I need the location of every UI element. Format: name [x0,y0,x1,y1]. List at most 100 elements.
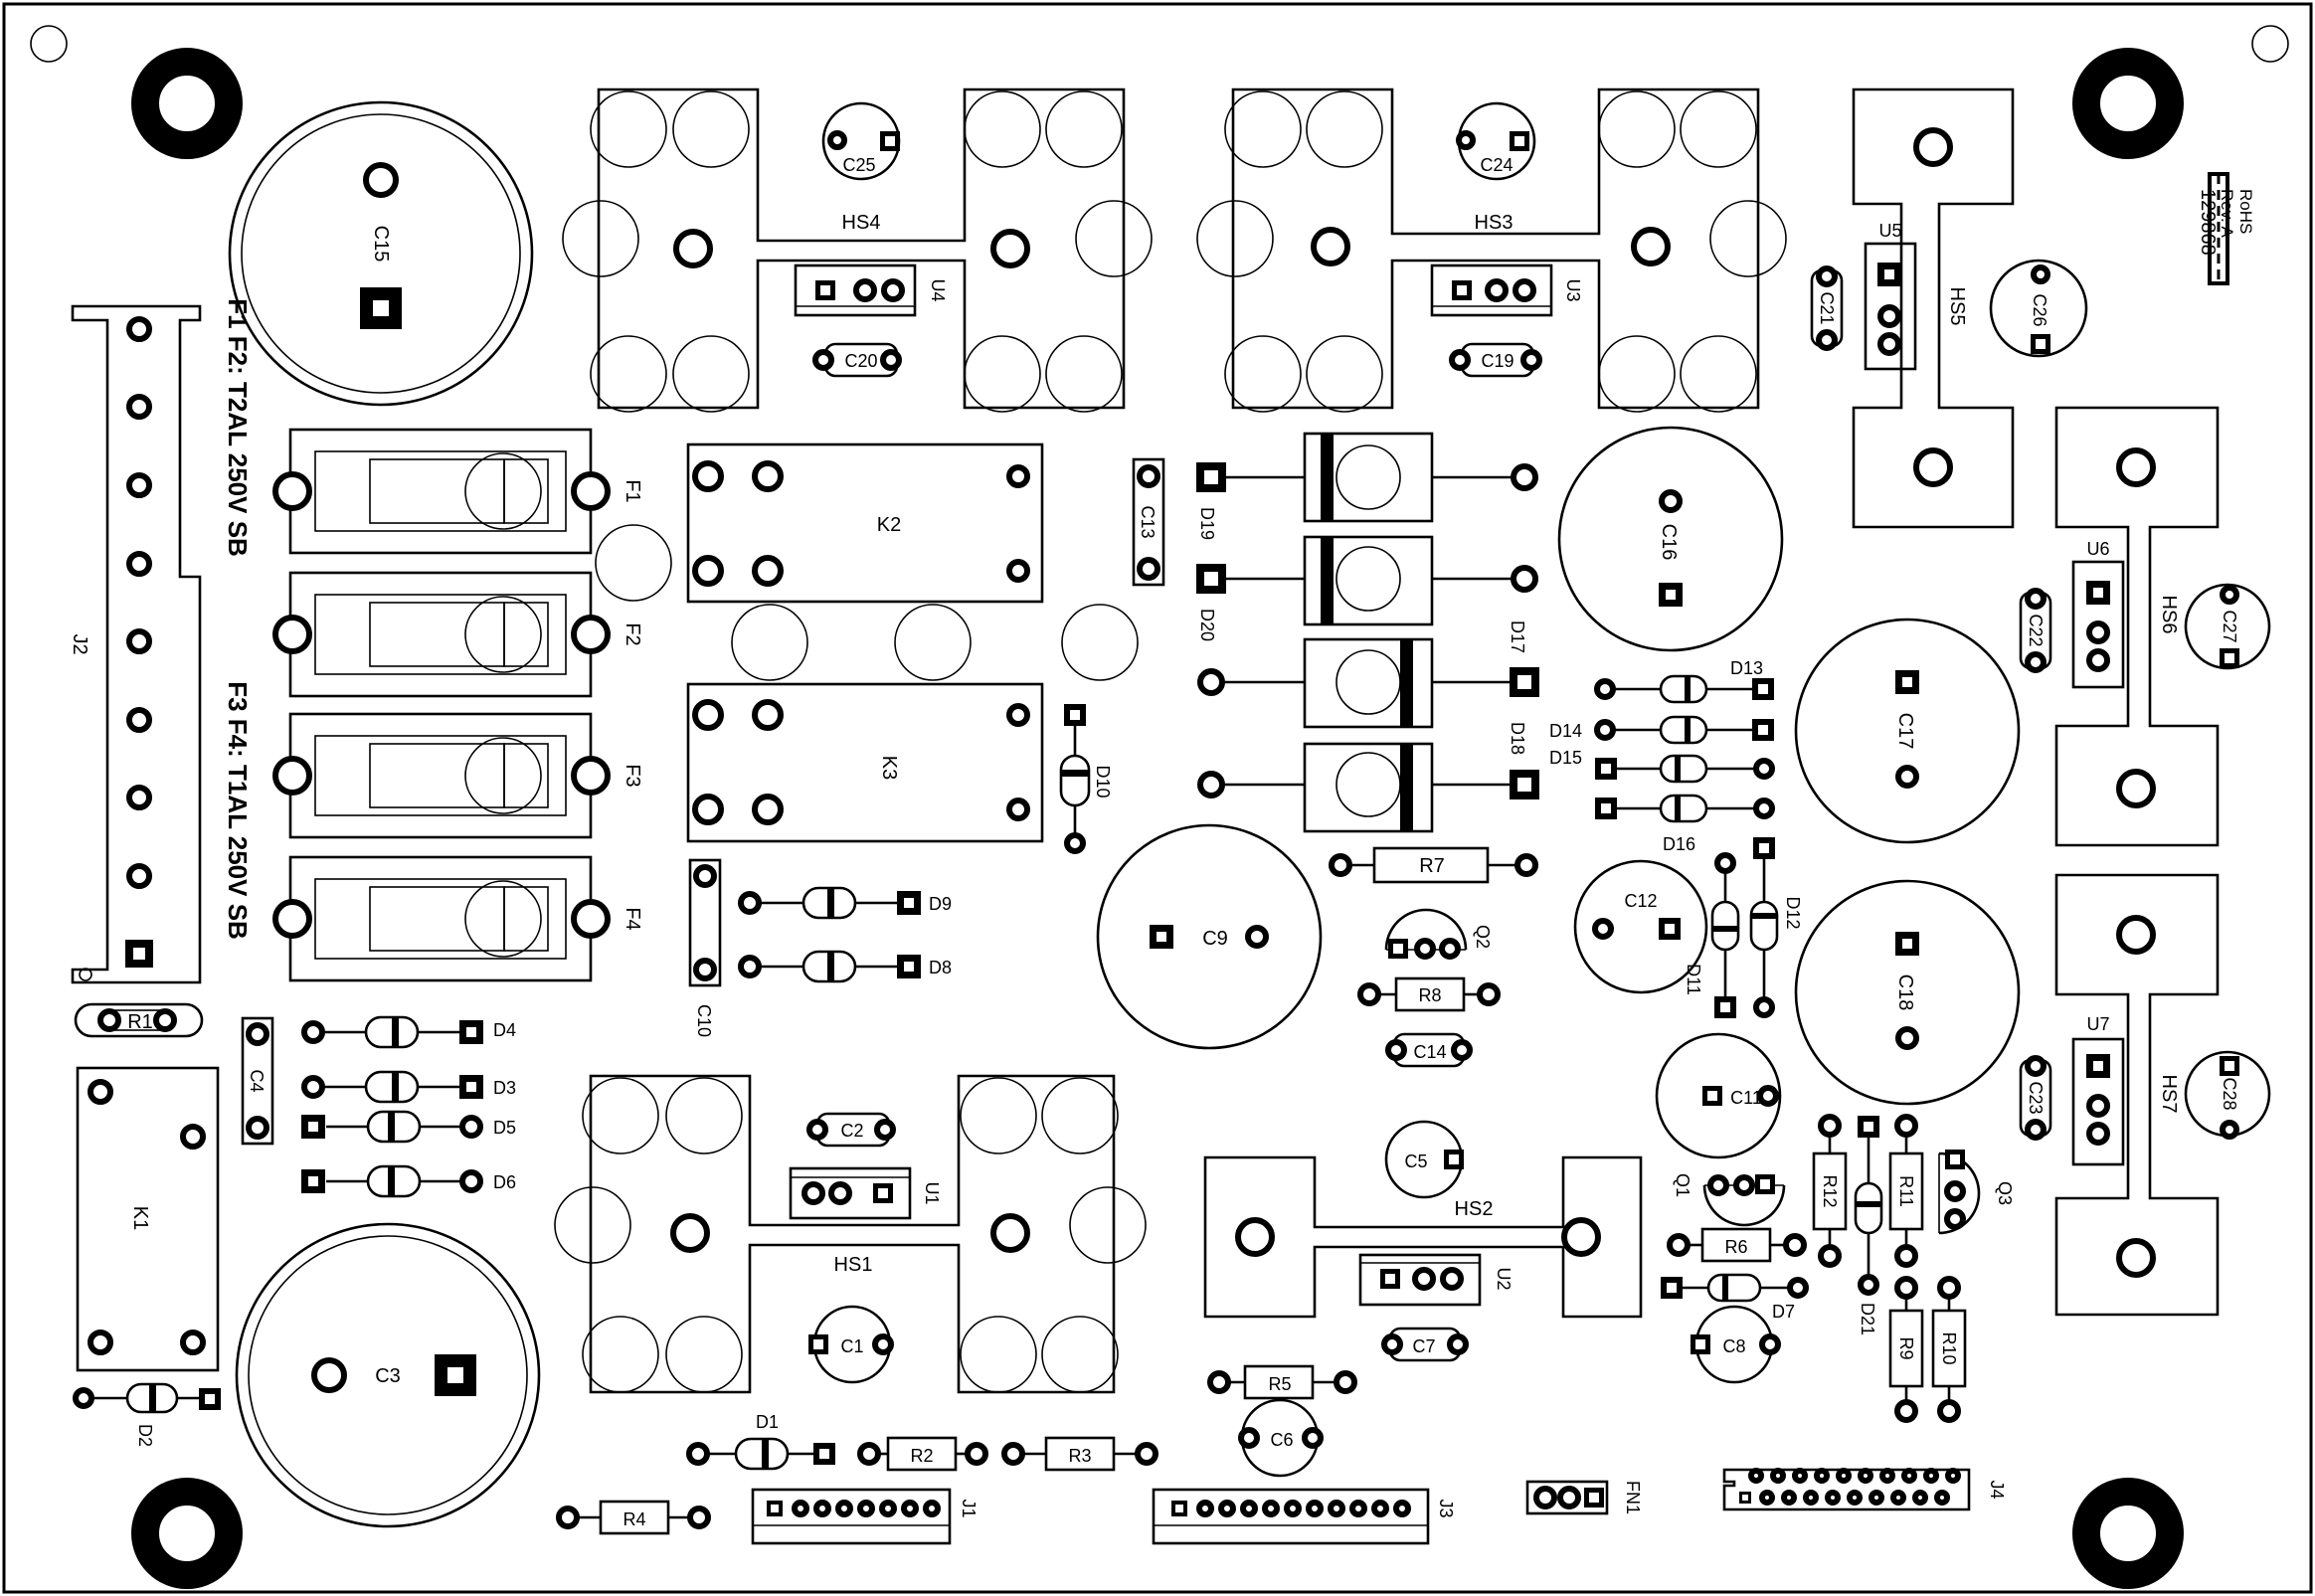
connector-j4: J4 [1722,1468,2007,1511]
label-d15: D15 [1549,748,1582,768]
label-c1: C1 [840,1336,863,1356]
label-hs3: HS3 [1475,212,1514,234]
resistor-r1: R1 [74,1002,204,1038]
diode-d11: D11 [1684,852,1740,1018]
label-r3: R3 [1068,1446,1091,1466]
label-d6: D6 [493,1172,516,1192]
label-d1: D1 [756,1412,779,1432]
label-c17: C17 [1894,713,1916,750]
label-hs1: HS1 [834,1254,873,1276]
heatsink-hs1: HS1 [554,1074,1147,1394]
label-k1: K1 [129,1206,151,1230]
resistor-r10: R10 [1931,1276,1967,1423]
regulator-u5: U5 [1864,221,1917,371]
label-c26: C26 [2030,293,2049,326]
label-r12: R12 [1820,1174,1840,1207]
regulator-u6: U6 [2071,539,2125,689]
label-c20: C20 [844,351,877,371]
label-c4: C4 [247,1069,267,1092]
label-d11: D11 [1684,964,1703,995]
label-c21: C21 [1817,291,1837,324]
label-d13: D13 [1730,658,1763,678]
label-f4: F4 [622,907,643,930]
label-k3: K3 [878,756,900,780]
label-q2: Q2 [1473,925,1493,949]
label-c6: C6 [1270,1430,1293,1450]
heatsink-hs5: HS5 [1852,88,2015,529]
resistor-r12: R12 [1812,1114,1848,1268]
regulator-u1: U1 [789,1166,942,1220]
label-q3: Q3 [1995,1181,2015,1205]
label-hs7: HS7 [2158,1075,2180,1114]
capacitor-c13: C13 [1132,457,1165,587]
heatsink-hs7: HS7 [2054,873,2220,1317]
label-c12: C12 [1624,891,1657,911]
capacitor-c22: C22 [2019,588,2052,673]
fuse-notes: F1 F2: T2AL 250V SB F3 F4: T1AL 250V SB [223,298,253,940]
diode-d18: D18 [1197,722,1539,833]
transistor-q3: Q3 [1938,1150,2015,1235]
label-c7: C7 [1412,1336,1435,1356]
resistor-r6: R6 [1667,1227,1807,1263]
label-u4: U4 [928,278,948,301]
label-r5: R5 [1268,1374,1291,1394]
heatsink-hs4: HS4 [562,88,1153,413]
label-r11: R11 [1896,1175,1916,1207]
regulator-u7: U7 [2071,1014,2125,1166]
regulator-u3: U3 [1430,264,1583,317]
capacitor-c3: C3 [235,1222,541,1528]
relay-k1: K1 [76,1066,220,1372]
label-d3: D3 [493,1078,516,1098]
capacitor-c16: C16 [1557,426,1784,652]
label-c3: C3 [375,1365,401,1387]
label-k2: K2 [877,514,901,536]
label-d20: D20 [1197,609,1217,641]
diode-d15: D15 [1549,748,1775,784]
label-c15: C15 [370,226,392,263]
resistor-r4: R4 [556,1500,711,1535]
label-d14: D14 [1549,721,1582,741]
resistor-r7: R7 [1329,846,1538,884]
label-r6: R6 [1724,1237,1747,1257]
label-r9: R9 [1896,1336,1916,1359]
label-r1: R1 [127,1011,153,1033]
capacitor-c2: C2 [806,1112,896,1148]
label-c28: C28 [2220,1077,2239,1110]
label-q1: Q1 [1673,1173,1692,1197]
capacitor-c7: C7 [1381,1327,1469,1362]
label-j1: J1 [959,1499,979,1517]
label-hs5: HS5 [1946,287,1968,326]
transistor-q1: Q1 [1673,1173,1786,1227]
diode-d10: D10 [1059,704,1113,854]
diode-d9: D9 [738,886,952,920]
capacitor-c28: C28 [2184,1050,2271,1140]
label-d7: D7 [1772,1302,1795,1322]
fuse-note-f1-f2: F1 F2: T2AL 250V SB [223,298,253,557]
capacitor-c24: C24 [1456,101,1536,181]
label-d12: D12 [1783,896,1803,929]
fiducial-top-left [30,25,68,63]
label-j4: J4 [1987,1480,2007,1499]
diode-d7: D7 [1661,1273,1809,1322]
diode-d6: D6 [301,1164,516,1198]
label-c16: C16 [1658,524,1680,561]
mounting-holes [131,48,2184,1589]
diode-d14: D14 [1549,715,1774,745]
board-info: 129868 Rev. A RoHS [2197,172,2255,285]
label-d8: D8 [929,958,952,977]
capacitor-c17: C17 [1794,618,2021,844]
capacitor-c19: C19 [1449,342,1542,378]
relay-k2: K2 [686,443,1044,604]
label-r4: R4 [623,1509,645,1529]
label-d17: D17 [1508,621,1527,653]
capacitor-c26: C26 [1989,259,2088,358]
label-u7: U7 [2086,1014,2109,1034]
diode-d8: D8 [738,950,952,983]
capacitor-c5: C5 [1384,1120,1464,1199]
label-r8: R8 [1418,985,1441,1005]
label-d18: D18 [1508,722,1527,755]
capacitor-c10: C10 [688,858,722,1037]
resistor-r11: R11 [1888,1114,1924,1268]
